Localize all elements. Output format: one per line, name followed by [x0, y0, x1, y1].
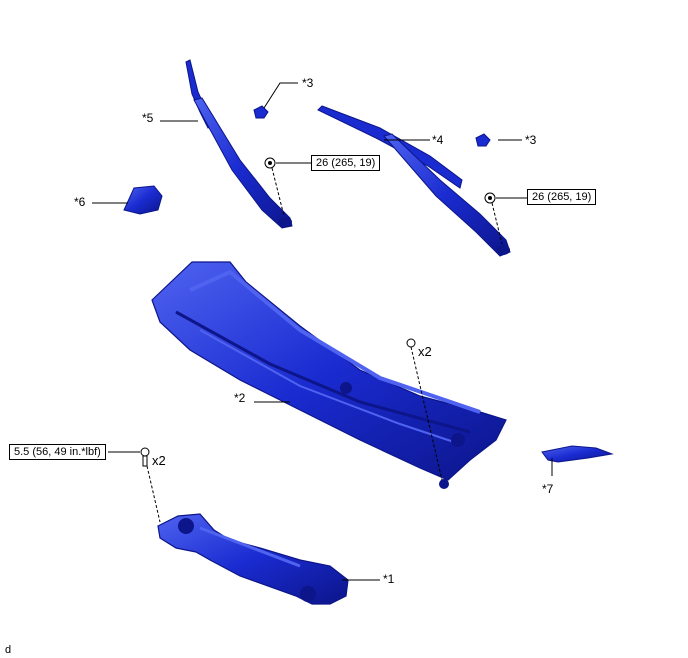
arm-nut-right	[484, 192, 503, 245]
quantity-motor-bolt: x2	[152, 453, 166, 468]
cowl-bolt	[406, 338, 443, 481]
cowl-side-piece-right	[541, 445, 614, 463]
callout-3-right: *3	[525, 133, 537, 147]
cowl-side-piece-left	[123, 185, 163, 215]
torque-left-arm-nut: 26 (265, 19)	[311, 155, 381, 171]
callout-7: *7	[542, 482, 554, 496]
right-wiper-arm	[317, 105, 511, 257]
left-wiper-arm	[185, 59, 293, 229]
callout-1: *1	[383, 572, 395, 586]
wiper-motor-and-link	[157, 513, 349, 605]
leader-lines	[92, 82, 553, 581]
callout-6: *6	[74, 195, 86, 209]
arm-nut-left	[264, 157, 285, 217]
callout-2: *2	[234, 391, 246, 405]
illustration-id: d	[5, 644, 12, 656]
motor-bolt	[140, 447, 161, 523]
torque-right-arm-nut: 26 (265, 19)	[527, 189, 597, 205]
cowl-top-ventilator-louver	[151, 261, 507, 489]
wiper-arm-cap-left	[253, 105, 269, 119]
quantity-cowl-bolt: x2	[418, 344, 432, 359]
wiper-arm-cap-right	[475, 133, 491, 147]
callout-5: *5	[142, 111, 154, 125]
torque-motor-bolt: 5.5 (56, 49 in.*lbf)	[9, 444, 106, 460]
callout-3-left: *3	[302, 76, 314, 90]
callout-4: *4	[432, 133, 444, 147]
